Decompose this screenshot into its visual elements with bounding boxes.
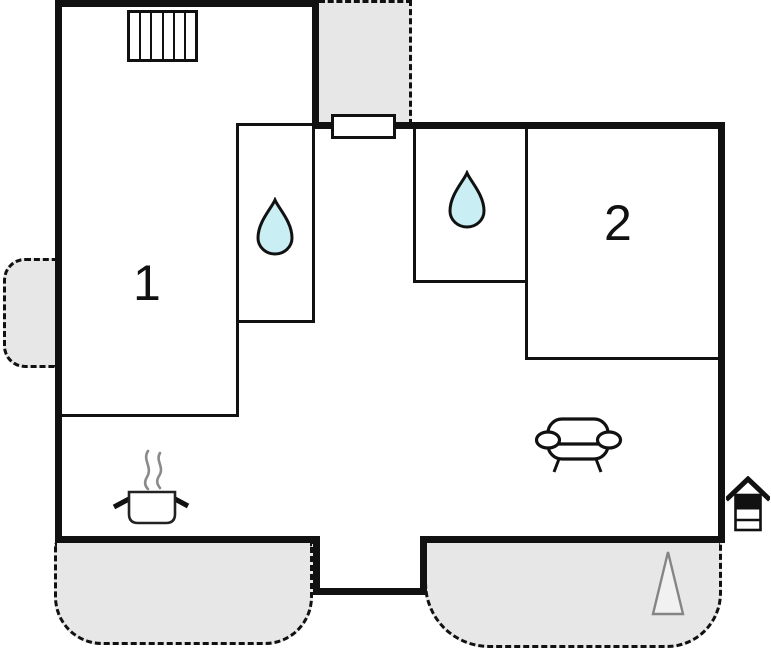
door-icon (331, 114, 396, 139)
stair-step (174, 13, 184, 59)
wall-outer-right (718, 122, 725, 543)
stair-step (152, 13, 162, 59)
bathroom-1-walls (236, 123, 315, 323)
wall-room1-bottom (55, 414, 239, 417)
wall-outer-top-right (312, 122, 725, 129)
terrace-top (319, 0, 412, 125)
sofa-icon (534, 417, 623, 473)
wall-room2-left (525, 126, 528, 360)
terrace-bottom-left (54, 543, 313, 645)
water-drop-icon (256, 197, 294, 256)
cooking-pot-icon (112, 449, 190, 525)
wall-room1-right (236, 323, 239, 417)
room-1-label: 1 (133, 255, 161, 311)
terrace-left-bump (3, 258, 57, 368)
fireplace-icon (726, 476, 770, 532)
wall-mid-vertical (312, 0, 319, 129)
room-2-label: 2 (604, 195, 632, 251)
stair-step (185, 13, 196, 59)
stair-step (163, 13, 173, 59)
wall-outer-left (55, 0, 62, 543)
wall-entry-left (313, 536, 320, 595)
stair-step (130, 13, 140, 59)
wall-room2-bottom (525, 357, 721, 360)
wall-entry-bottom (313, 588, 427, 595)
stair-step (141, 13, 151, 59)
wall-outer-bottom-right (420, 536, 725, 543)
wall-entry-right (420, 536, 427, 595)
water-drop-icon (448, 170, 486, 229)
wall-outer-bottom-left (55, 536, 320, 543)
tree-icon (651, 551, 685, 616)
stairs-icon (127, 10, 198, 62)
wall-outer-top-left (55, 0, 319, 7)
